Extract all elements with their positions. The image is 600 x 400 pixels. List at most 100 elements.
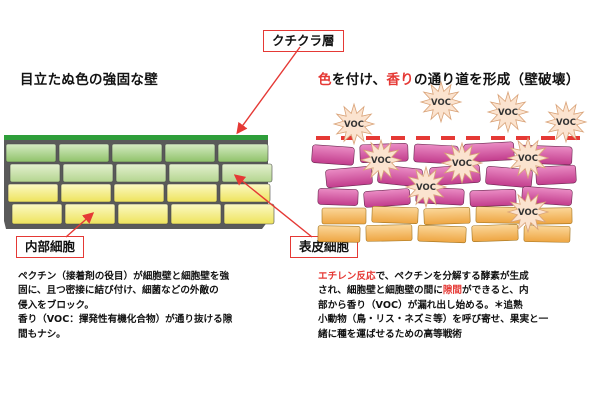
cuticle-dash — [466, 136, 480, 140]
cuticle-label: クチクラ層 — [263, 30, 344, 52]
cell-brick — [164, 143, 216, 163]
cell-brick — [115, 163, 167, 183]
voc-label: VOC — [416, 183, 436, 193]
voc-label: VOC — [344, 120, 364, 130]
cell-brick — [217, 143, 269, 163]
cell-brick — [11, 203, 63, 225]
left-cell-wall — [4, 135, 275, 229]
cell-brick — [219, 183, 271, 203]
cell-brick — [535, 164, 577, 186]
left-heading: 目立たぬ色の強固な壁 — [20, 72, 158, 88]
cuticle-arrow — [236, 46, 301, 135]
voc-label: VOC — [518, 208, 538, 218]
voc-label: VOC — [371, 156, 391, 166]
voc-label: VOC — [431, 98, 451, 108]
right-text-part: ができると、内 — [462, 285, 529, 297]
burst-shape — [359, 138, 403, 182]
cell-brick — [58, 143, 110, 163]
cell-brick — [317, 188, 359, 206]
cell-brick — [223, 203, 275, 225]
cuticle-dash — [366, 136, 380, 140]
cell-brick — [371, 205, 419, 225]
cell-brick — [168, 163, 220, 183]
voc-burst: VOC — [506, 190, 550, 234]
right-text-line: エチレン反応で、ペクチンを分解する酵素が生成 — [318, 270, 594, 284]
cell-brick — [365, 224, 413, 242]
cell-brick — [469, 189, 517, 207]
burst-shape — [419, 80, 463, 124]
left-text-line: 固に、且つ密接に結び付け、細菌などの外敵の — [18, 285, 219, 297]
burst-shape — [332, 102, 376, 146]
burst-shape — [506, 190, 550, 234]
left-text-line: 香り（VOC：揮発性有機化合物）が通り抜ける隙 — [18, 314, 233, 326]
right-heading: 色を付け、香りの通り道を形成（壁破壊） — [318, 68, 580, 88]
voc-label: VOC — [518, 154, 538, 164]
cuticle-dash — [441, 136, 455, 140]
inner-cell-arrow — [65, 212, 95, 238]
cell-brick — [117, 203, 169, 225]
cell-brick — [7, 183, 59, 203]
cell-brick — [523, 225, 571, 243]
gap-term: 隙間 — [442, 285, 463, 297]
cuticle-dash — [491, 136, 505, 140]
cell-brick — [5, 143, 57, 163]
heading-text-part: の通り道を形成（壁破壊） — [413, 72, 580, 88]
cell-brick — [471, 223, 519, 243]
left-text-line: ペクチン（接着剤の役目）が細胞壁と細胞壁を強 — [18, 271, 230, 282]
voc-burst: VOC — [544, 100, 588, 144]
left-description: ペクチン（接着剤の役目）が細胞壁と細胞壁を強 固に、且つ密接に結び付け、細菌など… — [18, 270, 280, 342]
cell-brick — [166, 183, 218, 203]
cell-brick — [423, 206, 471, 226]
left-text-line: 間もナシ。 — [18, 328, 66, 340]
cuticle-dash — [516, 136, 530, 140]
left-text-line: 侵入をブロック。 — [18, 299, 94, 311]
right-text-line: 緒に種を運ばせるための高等戦術 — [318, 328, 462, 340]
burst-shape — [486, 90, 530, 134]
burst-shape — [544, 100, 588, 144]
cuticle-dash — [541, 136, 555, 140]
right-text-part: され、細胞壁と細胞壁の間に — [318, 285, 443, 297]
heading-color-word: 色 — [318, 72, 332, 88]
voc-bursts: VOC VOC VOC VOC VOC VOC VOC VOC VOC — [332, 80, 588, 234]
voc-label: VOC — [556, 118, 576, 128]
burst-shape — [506, 136, 550, 180]
cell-brick — [317, 225, 361, 243]
cell-brick — [170, 203, 222, 225]
cell-brick — [64, 203, 116, 225]
voc-burst: VOC — [506, 136, 550, 180]
cuticle-dash — [416, 136, 430, 140]
ethylene-reaction-term: エチレン反応 — [318, 271, 376, 282]
cell-brick — [60, 183, 112, 203]
voc-burst: VOC — [486, 90, 530, 134]
right-text-line: 部から香り（VOC）が漏れ出し始める。＊追熟 — [318, 299, 523, 311]
cell-brick — [363, 188, 411, 208]
burst-shape — [404, 165, 448, 209]
right-description: エチレン反応で、ペクチンを分解する酵素が生成 され、細胞壁と細胞壁の間に隙間がで… — [318, 270, 594, 342]
cell-brick — [9, 163, 61, 183]
right-cell-wall — [311, 136, 580, 244]
cuticle-dash — [316, 136, 330, 140]
cell-brick — [62, 163, 114, 183]
heading-scent-word: 香り — [386, 72, 414, 88]
cell-brick — [221, 163, 273, 183]
voc-burst: VOC — [332, 102, 376, 146]
cuticle-layer — [4, 135, 268, 140]
cell-brick — [113, 183, 165, 203]
voc-burst: VOC — [440, 141, 484, 185]
burst-shape — [440, 141, 484, 185]
cuticle-dash — [566, 136, 580, 140]
cell-brick — [321, 207, 367, 225]
voc-label: VOC — [498, 108, 518, 118]
cell-brick — [111, 143, 163, 163]
voc-label: VOC — [452, 159, 472, 169]
cuticle-dash — [391, 136, 405, 140]
right-text-line: 小動物（鳥・リス・ネズミ等）を呼び寄せ、果実と一 — [318, 314, 549, 326]
voc-burst: VOC — [404, 165, 448, 209]
heading-text-part: を付け、 — [331, 72, 387, 88]
right-text-line: され、細胞壁と細胞壁の間に隙間ができると、内 — [318, 284, 594, 298]
inner-cell-label: 内部細胞 — [16, 236, 85, 258]
right-text-part: で、ペクチンを分解する酵素が生成 — [375, 271, 529, 282]
voc-burst: VOC — [359, 138, 403, 182]
